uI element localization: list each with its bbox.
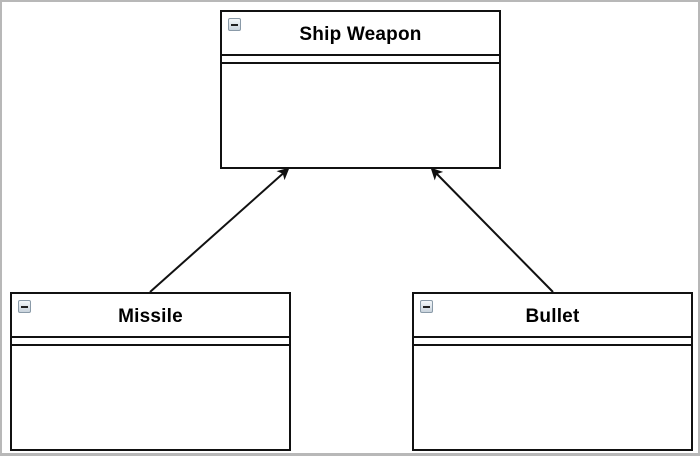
operations-compartment	[414, 346, 691, 449]
class-box-missile[interactable]: Missile	[10, 292, 291, 451]
class-name: Missile	[118, 306, 183, 327]
operations-compartment	[222, 64, 499, 167]
class-name: Ship Weapon	[299, 24, 422, 45]
class-header: Ship Weapon	[222, 12, 499, 56]
class-name: Bullet	[525, 306, 580, 327]
collapse-minus-icon[interactable]	[228, 18, 241, 31]
attributes-compartment	[12, 338, 289, 346]
operations-compartment	[12, 346, 289, 449]
class-box-ship-weapon[interactable]: Ship Weapon	[220, 10, 501, 169]
class-header: Missile	[12, 294, 289, 338]
class-box-bullet[interactable]: Bullet	[412, 292, 693, 451]
attributes-compartment	[222, 56, 499, 64]
collapse-minus-icon[interactable]	[18, 300, 31, 313]
class-header: Bullet	[414, 294, 691, 338]
collapse-minus-icon[interactable]	[420, 300, 433, 313]
attributes-compartment	[414, 338, 691, 346]
